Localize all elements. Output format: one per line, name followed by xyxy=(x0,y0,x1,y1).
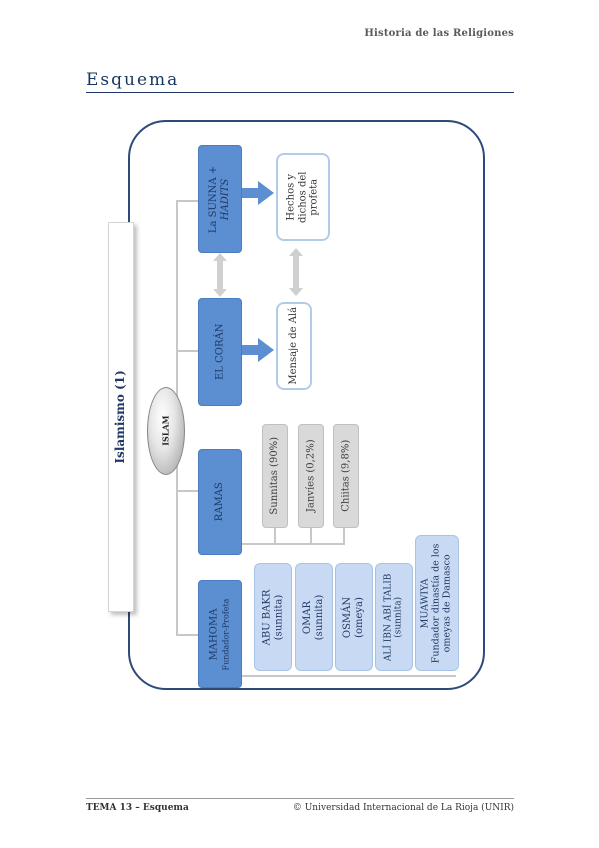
hechos-line-1: Hechos y xyxy=(285,173,297,221)
islam-center-oval: ISLAM xyxy=(147,387,185,475)
footer-left: TEMA 13 – Esquema xyxy=(86,803,189,813)
page-title: Esquema xyxy=(86,70,180,90)
footer-right: © Universidad Internacional de La Rioja … xyxy=(292,803,514,813)
running-header: Historia de las Religiones xyxy=(364,28,514,39)
branch-sunnitas: Sunnitas (90%) xyxy=(262,424,288,528)
mahoma-sublabel: Fundador-Profeta xyxy=(221,598,231,670)
ramas-box: RAMAS xyxy=(198,449,242,555)
ali-name: ALÍ IBN ABÍ TALIB xyxy=(383,573,394,661)
arrow-coran-sunna xyxy=(213,253,227,297)
ramas-tick-2 xyxy=(310,527,312,544)
branch-chiitas: Chiitas (9,8%) xyxy=(333,424,359,528)
muawiya-desc-2: omeyas de Damasco xyxy=(441,554,453,652)
sunna-label-2: HADITS xyxy=(220,178,231,220)
ramas-label: RAMAS xyxy=(214,482,226,522)
muawiya-desc-1: Fundador dinastía de los xyxy=(430,543,442,663)
ramas-tick-1 xyxy=(274,527,276,544)
osman-group: (omeya) xyxy=(354,596,366,638)
successor-abu-bakr: ABU BAKR(sunnita) xyxy=(254,563,292,671)
hechos-line-2: dichos del xyxy=(297,171,309,223)
mahoma-label: MAHOMA xyxy=(208,608,220,660)
hechos-line-3: profeta xyxy=(308,178,320,216)
omar-group: (sunnita) xyxy=(314,594,325,640)
successor-osman: OSMÁN(omeya) xyxy=(335,563,373,671)
connector-sunna xyxy=(176,200,198,202)
osman-name: OSMÁN xyxy=(342,596,354,638)
branch-janvies-label: Janvíes (0,2%) xyxy=(305,439,317,513)
ramas-bus-line xyxy=(241,543,345,545)
title-underline xyxy=(86,92,514,93)
connector-mahoma xyxy=(176,634,198,636)
footer-rule xyxy=(86,798,514,799)
muawiya-name: MUAWIYA xyxy=(419,578,431,628)
omar-name: OMAR xyxy=(302,600,314,634)
branch-janvies: Janvíes (0,2%) xyxy=(298,424,324,528)
coran-label: EL CORÁN xyxy=(214,323,226,381)
diagram-title: Islamismo (1) xyxy=(113,370,128,464)
sunna-box: La SUNNA +HADITS xyxy=(198,145,242,253)
sunna-label-1: La SUNNA + xyxy=(208,165,220,233)
successors-bus-line xyxy=(241,675,456,677)
branch-sunnitas-label: Sunnitas (90%) xyxy=(269,437,281,515)
abu-bakr-name: ABU BAKR xyxy=(261,589,273,645)
islam-center-label: ISLAM xyxy=(160,415,171,447)
successor-ali: ALÍ IBN ABÍ TALIB(sunnita) xyxy=(375,563,413,671)
successor-omar: OMAR(sunnita) xyxy=(295,563,333,671)
branch-chiitas-label: Chiitas (9,8%) xyxy=(340,440,352,512)
arrow-mensaje-hechos xyxy=(289,248,303,296)
ali-group: (sunnita) xyxy=(394,596,405,638)
arrow-sunna-hechos xyxy=(238,181,274,205)
arrow-coran-mensaje xyxy=(238,338,274,362)
abu-bakr-group: (sunnita) xyxy=(273,594,284,640)
ramas-tick-3 xyxy=(343,527,345,544)
diagram-title-box: Islamismo (1) xyxy=(108,222,134,612)
connector-coran xyxy=(176,350,198,352)
connector-ramas xyxy=(176,490,198,492)
coran-box: EL CORÁN xyxy=(198,298,242,406)
mensaje-label: Mensaje de Alá xyxy=(288,307,300,385)
mensaje-box: Mensaje de Alá xyxy=(276,302,312,390)
